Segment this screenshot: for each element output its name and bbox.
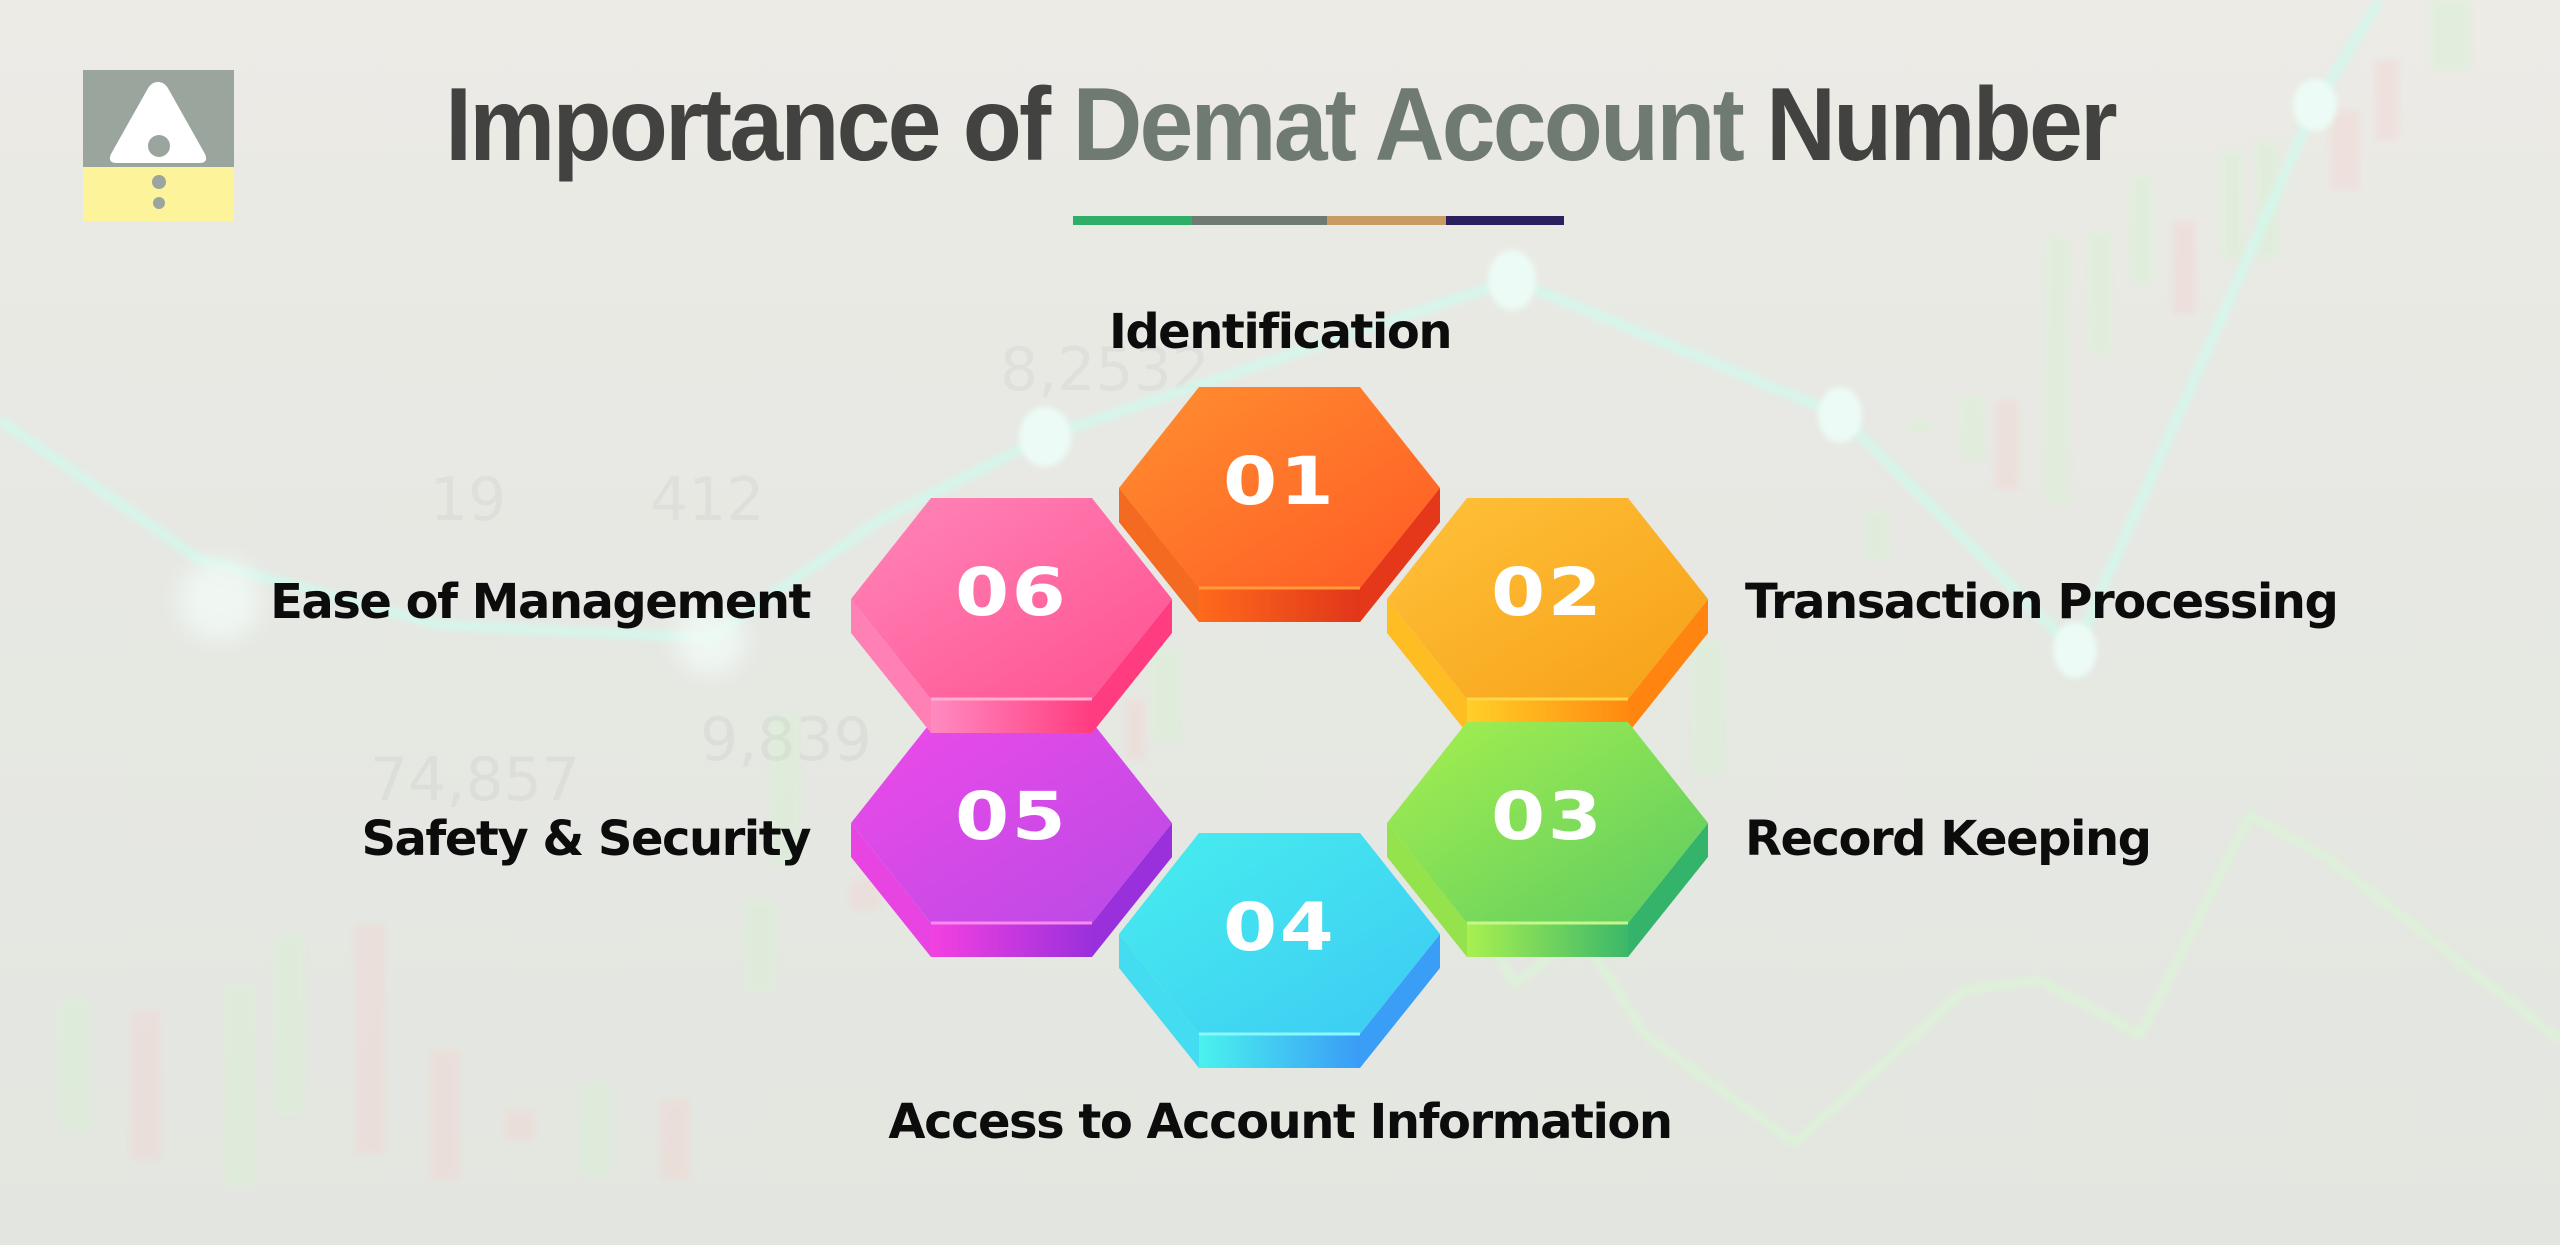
svg-text:412: 412 [650,465,765,535]
svg-text:74,857: 74,857 [370,745,580,815]
hexagon-02: 02 [1387,498,1708,734]
title-accent: Demat Account [1072,67,1744,183]
hexagon-04: 04 [1119,833,1440,1069]
svg-text:9,839: 9,839 [700,705,872,775]
page-title: Importance of Demat Account Number [90,68,2471,182]
underline-segment-gray [1192,216,1327,225]
label-identification: Identification [1108,304,1453,360]
logo [83,70,234,221]
title-suffix: Number [1742,67,2117,183]
title-underline [1073,216,1564,225]
hexagon-number: 02 [1491,554,1605,631]
warning-triangle-icon [109,82,207,209]
title-prefix: Importance of [445,67,1073,183]
underline-segment-tan [1327,216,1446,225]
underline-segment-green [1073,216,1192,225]
hexagon-number: 05 [955,778,1069,855]
hexagon-number: 04 [1223,889,1337,966]
label-transaction-processing: Transaction Processing [1745,574,2339,630]
hexagon-06: 06 [851,498,1172,734]
label-record-keeping: Record Keeping [1745,811,2152,867]
svg-text:19: 19 [430,465,506,535]
hexagon-number: 03 [1491,778,1605,855]
underline-segment-navy [1446,216,1564,225]
hexagon-05: 05 [851,722,1172,958]
hexagon-number: 06 [955,554,1069,631]
label-access-to-account-information: Access to Account Information [888,1094,1673,1150]
hexagon-number: 01 [1223,443,1337,520]
hexagon-03: 03 [1387,722,1708,958]
label-safety-security: Safety & Security [361,811,811,867]
label-ease-of-management: Ease of Management [270,574,811,630]
hexagon-01: 01 [1119,387,1440,623]
